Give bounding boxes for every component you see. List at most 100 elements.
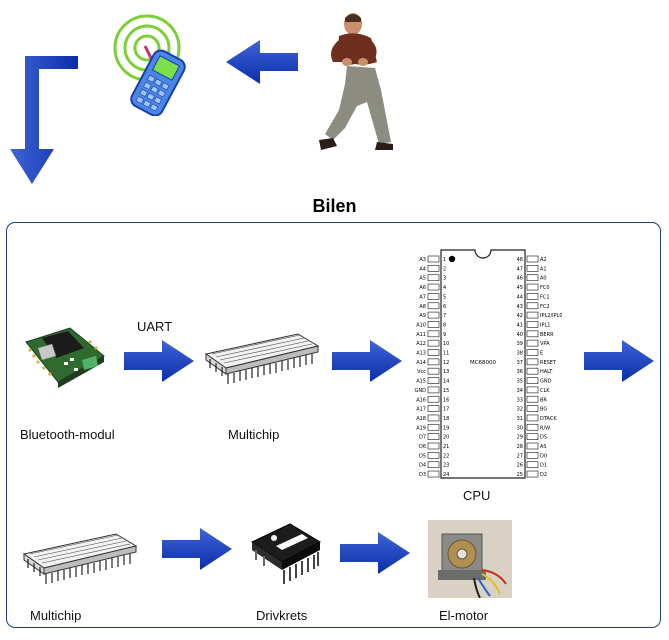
cpu-chip-label: MC68000 [470,360,497,366]
cpu-pin-number: 3 [443,276,446,282]
cpu-pin-name: A2 [540,257,547,263]
cpu-pin-number: 18 [443,416,449,422]
cpu-pin-name: D3 [419,472,426,478]
cpu-pin-number: 16 [443,397,449,403]
multichip-icon [202,318,322,398]
cpu-pin-name: A1 [540,266,547,272]
diagram-title: Bilen [312,196,357,216]
multichip-label: Multichip [228,427,280,442]
cpu-pin-left: A7 5 [419,293,446,300]
right-arrow-icon [162,528,232,570]
cpu-pin-name: A0 [540,276,547,282]
cpu-pin-name: A19 [416,425,426,431]
cpu-pin-name: A6 [419,285,426,291]
cpu-pin-number: 46 [517,276,523,282]
cpu-pin-number: 13 [443,369,449,375]
down-arrow-icon [10,56,78,184]
cpu-pin-number: 37 [517,360,523,366]
cpu-label: CPU [463,488,491,503]
cpu-pin-name: A17 [416,407,426,413]
cpu-pin-left: GND 15 [415,386,449,394]
cpu-pin-right: R/W30 [517,423,550,431]
cpu-pin-name: A3 [419,257,426,263]
cpu-pin-number: 44 [517,294,523,300]
cpu-pin-name: E [540,351,543,357]
cpu-pin-name: IPL2/IPL0 [540,313,562,319]
person-icon [319,13,393,150]
cpu-pin-number: 35 [517,379,523,385]
cpu-pin-name: FC0 [540,285,550,291]
cpu-pin-name: D2 [540,472,547,478]
cpu-pin-number: 31 [517,416,523,422]
cpu-pin-number: 33 [517,397,523,403]
cpu-pin-right: E 38 [517,349,543,357]
bluetooth-module-label: Bluetooth-modul [20,427,115,442]
cpu-pin-name: HALT [540,369,553,375]
cpu-pin-right: A0 46 [517,274,547,282]
cpu-pin-name: A4 [419,266,426,272]
cpu-pin-right: D0 27 [517,452,547,459]
cpu-pin-number: 9 [443,332,446,338]
cpu-pin-name: D7 [419,435,426,441]
cpu-pin-name: D0 [540,453,547,459]
right-arrow-icon [340,532,410,574]
right-arrow-icon [124,340,194,382]
cpu-pin-name: BG [540,407,547,413]
cpu-pin-number: 27 [517,453,523,459]
cpu-pin-left: A17 17 [416,405,449,413]
cpu-pin-name: A5 [419,276,426,282]
cpu-pin-number: 20 [443,435,449,441]
driver-chip-icon [250,523,322,584]
cpu-pin-number: 6 [443,304,446,310]
cpu-pin-name: D5 [419,453,426,459]
uart-label: UART [137,319,173,334]
left-arrow-icon [226,40,298,84]
cpu-pin-number: 10 [443,341,449,347]
right-arrow-icon [584,340,654,382]
cpu-pin-name: A13 [416,351,426,357]
cpu-pin-right: HALT 36 [517,367,553,375]
cpu-pin-number: 24 [443,472,449,478]
cpu-pin-number: 7 [443,313,446,319]
cpu-pin-name: AS [540,444,547,450]
cpu-pin-number: 8 [443,322,446,328]
cpu-pin-number: 5 [443,294,446,300]
driver-label: Drivkrets [256,608,308,623]
cpu-pin-number: 29 [517,435,523,441]
cpu-pin-name: GND [415,388,427,394]
cpu-pin-number: 15 [443,388,449,394]
mobile-phone-icon [113,14,186,116]
cpu-pin-name: A7 [419,294,426,300]
cpu-pin-number: 36 [517,369,523,375]
cpu-pin-name: DS [540,435,547,441]
cpu-pin-number: 41 [517,322,523,328]
cpu-pin-left: A5 3 [419,274,446,282]
cpu-pin-number: 38 [517,351,523,357]
cpu-pin-name: VPA [540,341,550,347]
bluetooth-module-icon [25,327,105,388]
cpu-pin-name: FC2 [540,304,550,310]
cpu-pin-name: GND [540,379,552,385]
cpu-pin-number: 12 [443,360,449,366]
cpu-pin-number: 26 [517,463,523,469]
cpu-pin-number: 39 [517,341,523,347]
cpu-pin-number: 17 [443,407,449,413]
